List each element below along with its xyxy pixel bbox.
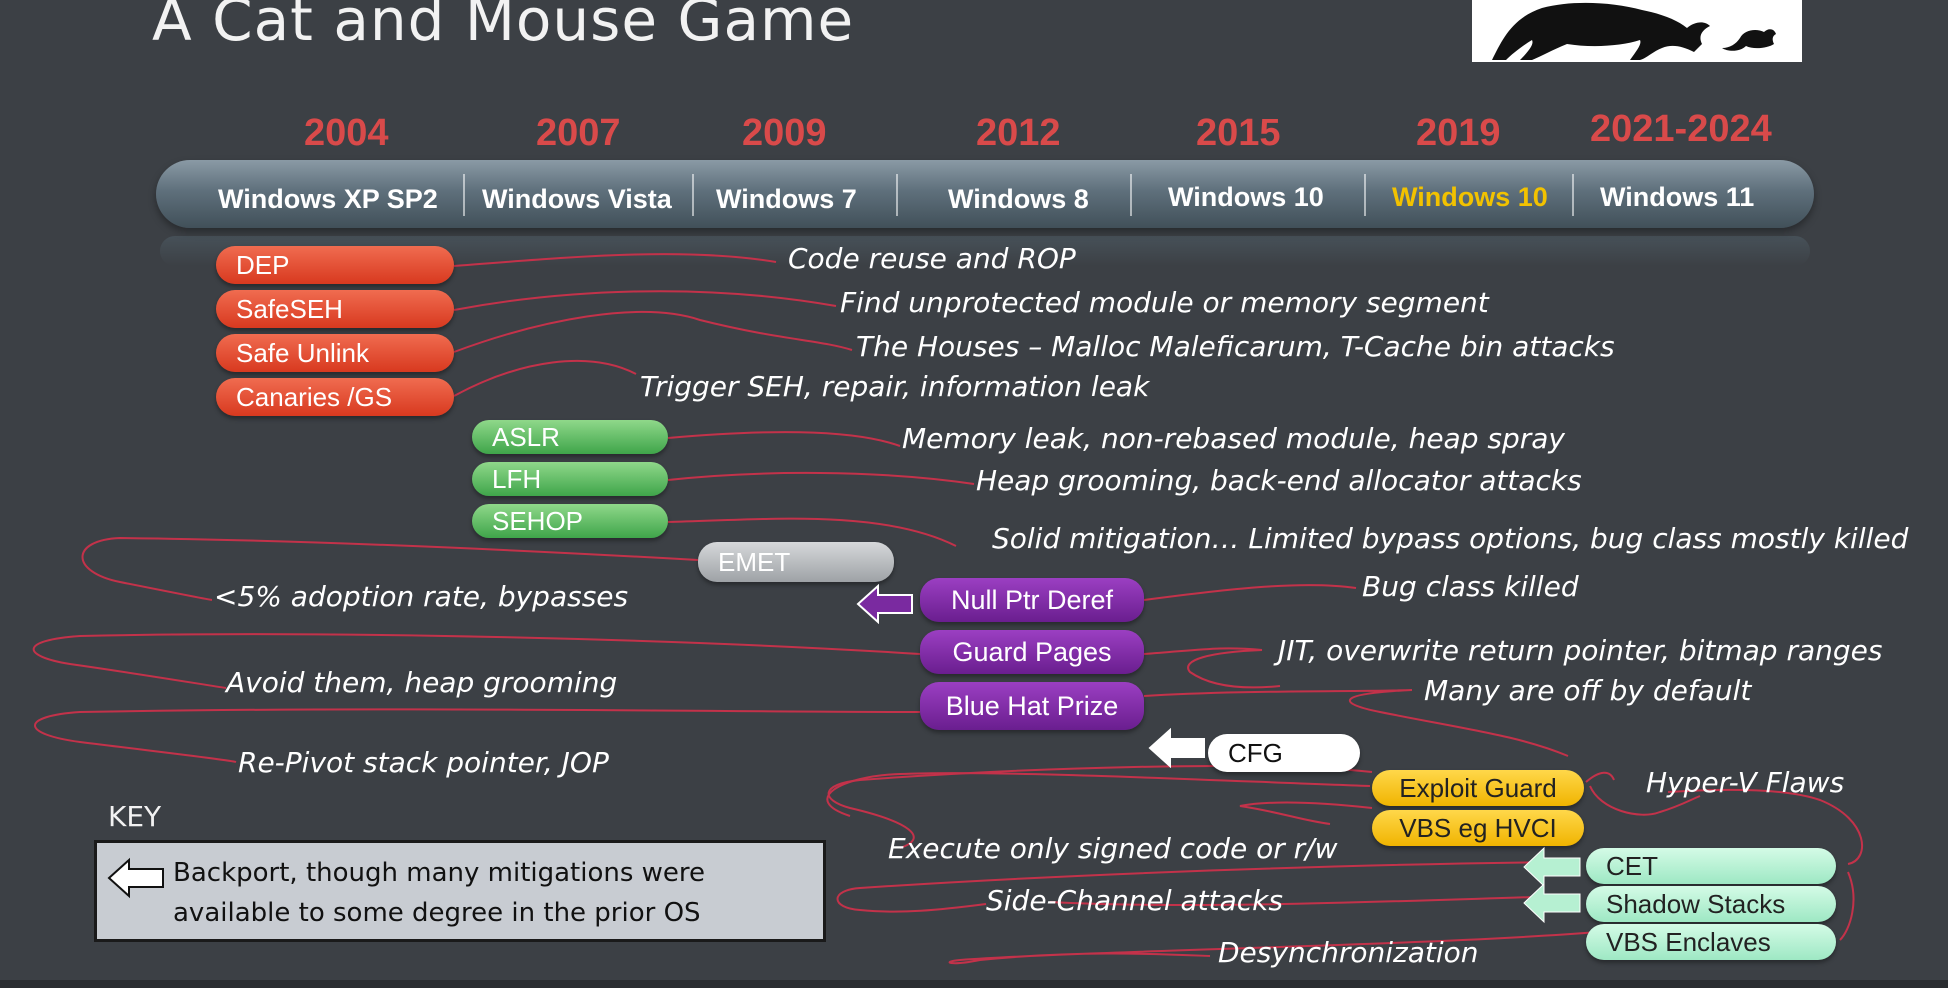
year-2009: 2009	[742, 112, 827, 154]
mitigation-vbs-enclaves: VBS Enclaves	[1586, 924, 1836, 960]
backport-arrow-icon	[1148, 728, 1205, 768]
year-2015: 2015	[1196, 112, 1281, 154]
timeline-separator	[896, 174, 898, 216]
mitigation-guard-pages: Guard Pages	[920, 630, 1144, 674]
mitigation-null-ptr-deref: Null Ptr Deref	[920, 578, 1144, 622]
bypass-houses: The Houses – Malloc Maleficarum, T-Cache…	[856, 330, 1615, 363]
bypass-execute-signed: Execute only signed code or r/w	[888, 832, 1338, 865]
os-windows-8: Windows 8	[948, 184, 1089, 214]
year-2019: 2019	[1416, 112, 1501, 154]
key-label: KEY	[108, 800, 162, 833]
timeline-separator	[692, 174, 694, 216]
os-windows-xp-sp2: Windows XP SP2	[218, 184, 438, 214]
bypass-side-channel: Side-Channel attacks	[986, 884, 1283, 917]
bypass-trigger-seh: Trigger SEH, repair, information leak	[640, 370, 1150, 403]
timeline-separator	[1572, 174, 1574, 216]
mitigation-blue-hat-prize: Blue Hat Prize	[920, 682, 1144, 730]
timeline-separator	[1364, 174, 1366, 216]
bypass-memory-leak: Memory leak, non-rebased module, heap sp…	[902, 422, 1565, 455]
mitigation-canaries-gs: Canaries /GS	[216, 378, 454, 416]
mitigation-safe-unlink: Safe Unlink	[216, 334, 454, 372]
bypass-adoption-rate: <5% adoption rate, bypasses	[214, 580, 629, 613]
os-windows-10-highlighted: Windows 10	[1392, 182, 1548, 212]
slide-title: A Cat and Mouse Game	[152, 0, 855, 54]
mitigation-cfg: CFG	[1208, 734, 1360, 772]
key-box: Backport, though many mitigations were a…	[94, 840, 826, 942]
bypass-hyper-v: Hyper-V Flaws	[1646, 766, 1845, 799]
mitigation-lfh: LFH	[472, 462, 668, 496]
bypass-jit: JIT, overwrite return pointer, bitmap ra…	[1278, 634, 1883, 667]
mitigation-shadow-stacks: Shadow Stacks	[1586, 886, 1836, 922]
bypass-many-off: Many are off by default	[1424, 674, 1752, 707]
mitigation-exploit-guard: Exploit Guard	[1372, 770, 1584, 806]
bypass-find-unprotected: Find unprotected module or memory segmen…	[840, 286, 1489, 319]
timeline-separator	[1130, 174, 1132, 216]
mitigation-safeseh: SafeSEH	[216, 290, 454, 328]
bypass-code-reuse: Code reuse and ROP	[788, 242, 1076, 275]
year-2012: 2012	[976, 112, 1061, 154]
mitigation-dep: DEP	[216, 246, 454, 284]
year-2021-2024: 2021-2024	[1590, 108, 1772, 150]
year-2007: 2007	[536, 112, 621, 154]
bypass-solid-mitigation: Solid mitigation… Limited bypass options…	[992, 522, 1909, 555]
os-windows-7: Windows 7	[716, 184, 857, 214]
bypass-heap-grooming: Heap grooming, back-end allocator attack…	[976, 464, 1582, 497]
key-text: Backport, though many mitigations were a…	[173, 858, 706, 928]
bypass-desynchronization: Desynchronization	[1218, 936, 1479, 969]
bypass-re-pivot: Re-Pivot stack pointer, JOP	[238, 746, 609, 779]
slide-footer-strip	[0, 980, 1948, 988]
os-windows-vista: Windows Vista	[482, 184, 672, 214]
mitigation-sehop: SEHOP	[472, 504, 668, 538]
mitigation-emet: EMET	[698, 542, 894, 582]
os-windows-11: Windows 11	[1600, 182, 1755, 212]
backport-arrow-icon	[1523, 882, 1581, 924]
backport-arrow-icon	[856, 584, 913, 624]
cat-mouse-logo-icon	[1472, 0, 1802, 62]
mitigation-aslr: ASLR	[472, 420, 668, 454]
mitigation-vbs-hvci: VBS eg HVCI	[1372, 810, 1584, 846]
timeline-separator	[463, 174, 465, 216]
year-2004: 2004	[304, 112, 389, 154]
backport-arrow-icon	[107, 857, 164, 899]
bypass-avoid-them: Avoid them, heap grooming	[226, 666, 618, 699]
timeline-bar	[156, 160, 1814, 228]
os-windows-10: Windows 10	[1168, 182, 1324, 212]
mitigation-cet: CET	[1586, 848, 1836, 884]
bypass-bug-class-killed: Bug class killed	[1362, 570, 1579, 603]
